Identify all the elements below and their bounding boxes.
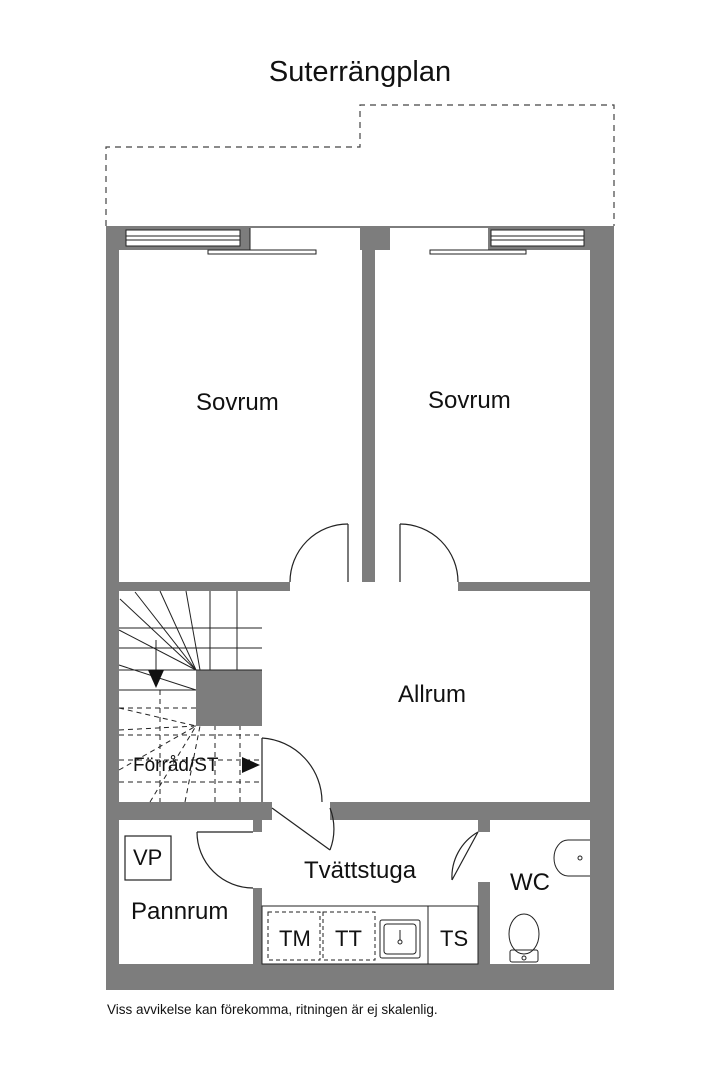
door-storage xyxy=(261,737,323,803)
patio-door-left xyxy=(207,228,360,255)
tumble-dryer xyxy=(322,911,376,961)
vp-unit xyxy=(124,835,172,881)
disclaimer: Viss avvikelse kan förekomma, ritningen … xyxy=(107,1002,438,1017)
room-label-bedroom-right: Sovrum xyxy=(428,387,511,414)
wc-washbasin xyxy=(553,839,590,877)
room-label-wc: WC xyxy=(510,869,550,896)
laundry-sink xyxy=(379,919,421,959)
family-room-floor xyxy=(262,591,590,802)
door-laundry xyxy=(271,807,335,851)
stair-down-arrow-icon xyxy=(148,670,164,688)
fixture-label-tm: TM xyxy=(279,926,311,951)
room-label-family-room: Allrum xyxy=(398,681,467,708)
stair-core xyxy=(196,670,262,726)
hall-opening-floor xyxy=(290,582,458,591)
drying-cabinet xyxy=(427,905,479,965)
window-right xyxy=(490,229,585,247)
staircase-below-dashed xyxy=(118,690,262,803)
toilet-icon xyxy=(508,913,540,963)
fixture-label-tt: TT xyxy=(335,926,362,951)
boiler-room-floor xyxy=(119,820,253,964)
room-label-storage: Förråd/ST xyxy=(133,755,219,776)
fixture-label-ts: TS xyxy=(440,926,469,951)
wc-floor xyxy=(490,820,590,964)
door-bedroom-left xyxy=(289,523,349,583)
stair-right-arrow-icon xyxy=(242,757,260,773)
washing-machine xyxy=(267,911,321,961)
stair-to-laundry-opening xyxy=(272,802,330,820)
terrace-outline xyxy=(105,104,615,226)
door-bedroom-right xyxy=(399,523,459,583)
staircase xyxy=(118,590,262,691)
plan-title: Suterrängplan xyxy=(268,56,452,88)
fixture-label-vp: VP xyxy=(133,845,163,870)
wc-door-opening xyxy=(478,832,490,882)
room-label-bedroom-left: Sovrum xyxy=(196,389,279,416)
bedroom-left-floor xyxy=(119,250,362,582)
door-boiler-room xyxy=(196,831,254,889)
window-left xyxy=(125,229,241,247)
room-label-boiler-room: Pannrum xyxy=(131,898,229,925)
door-wc xyxy=(451,831,479,881)
room-label-laundry: Tvättstuga xyxy=(304,857,417,884)
boiler-door-opening xyxy=(253,832,262,888)
bedroom-right-floor xyxy=(375,250,590,582)
patio-door-right xyxy=(390,228,527,255)
